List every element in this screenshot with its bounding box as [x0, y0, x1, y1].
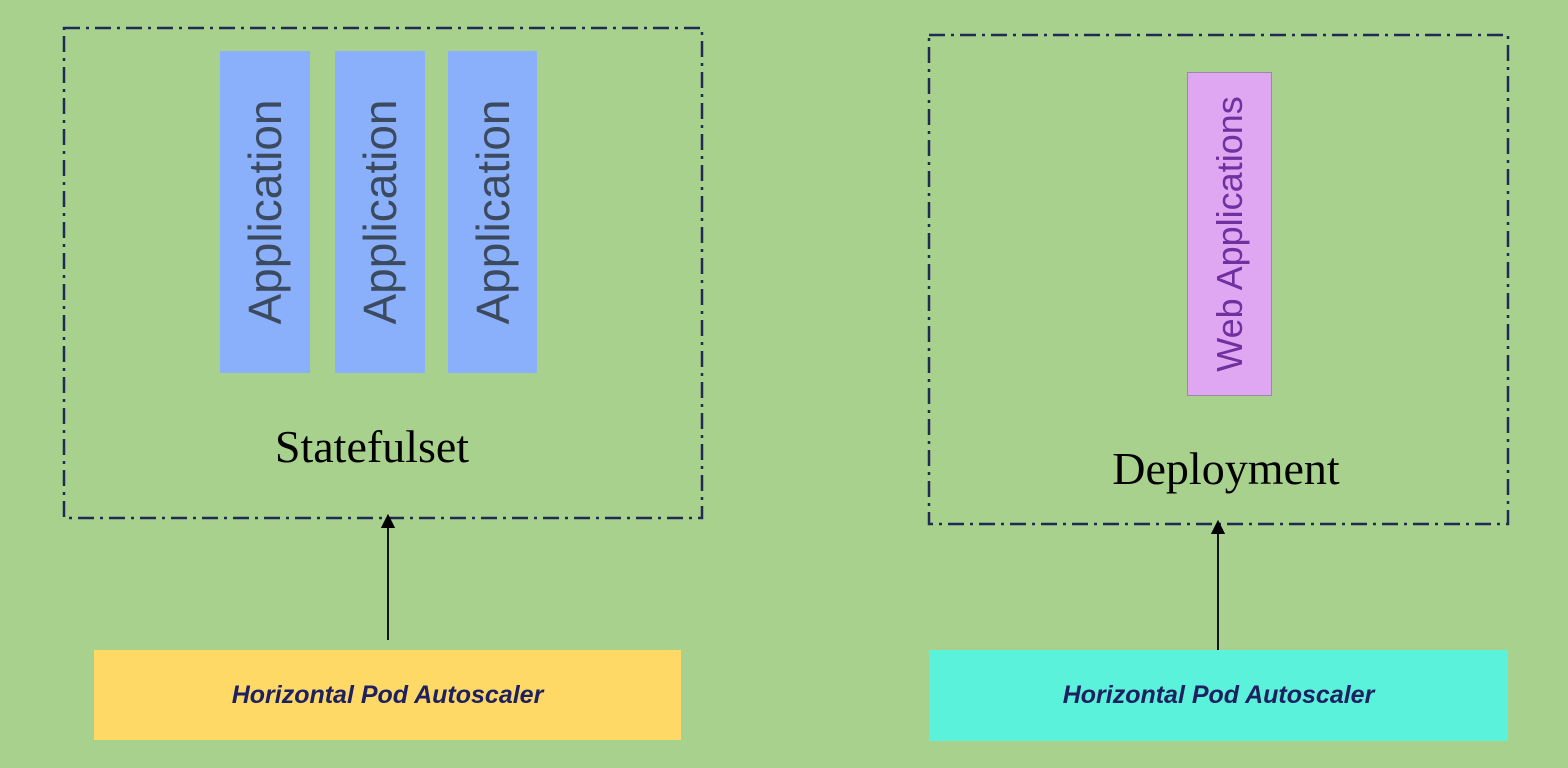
application-box: Application [220, 51, 310, 373]
deployment-autoscaler-box: Horizontal Pod Autoscaler [929, 650, 1508, 741]
autoscaler-label: Horizontal Pod Autoscaler [231, 680, 544, 709]
statefulset-title: Statefulset [274, 421, 470, 472]
application-box: Application [448, 51, 537, 373]
statefulset-autoscaler-box: Horizontal Pod Autoscaler [94, 650, 681, 740]
web-applications-box: Web Applications [1187, 72, 1272, 396]
autoscaler-label: Horizontal Pod Autoscaler [1062, 681, 1375, 709]
application-box: Application [335, 51, 425, 373]
deployment-title: Deployment [1112, 443, 1340, 494]
